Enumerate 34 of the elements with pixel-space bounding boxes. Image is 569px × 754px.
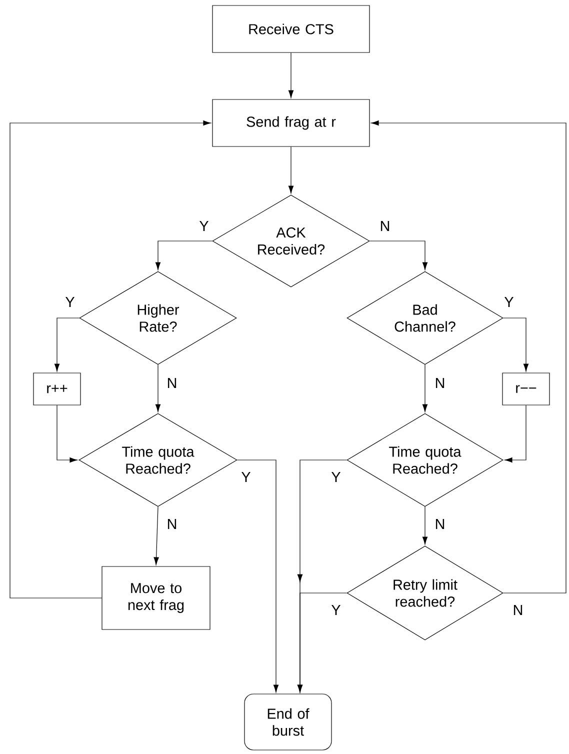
edge-label: Y xyxy=(240,471,252,483)
arrow xyxy=(56,405,78,463)
arrow xyxy=(422,364,428,412)
arrow xyxy=(54,318,80,372)
edge-label: N xyxy=(166,377,178,389)
arrow xyxy=(504,405,526,463)
process-box: Send frag at r xyxy=(212,99,370,147)
edge-label: Y xyxy=(330,604,342,616)
process-box: Receive CTS xyxy=(212,5,370,53)
process-box: r−− xyxy=(502,372,550,406)
process-box: r++ xyxy=(33,372,81,406)
arrow xyxy=(288,146,294,194)
edge-label: Y xyxy=(198,220,210,232)
edge-label: N xyxy=(512,604,524,616)
arrow xyxy=(155,364,161,412)
edge-label: Y xyxy=(64,296,76,308)
arrow xyxy=(154,506,159,565)
terminal-box: End of burst xyxy=(244,694,332,750)
arrow xyxy=(370,240,428,270)
arrow xyxy=(503,318,529,372)
edge-label: N xyxy=(434,518,446,530)
arrow xyxy=(288,52,294,98)
edge-label: Y xyxy=(330,471,342,483)
arrow xyxy=(155,240,212,270)
edge-label: N xyxy=(166,518,178,530)
arrow xyxy=(371,120,566,594)
process-box: Move to next frag xyxy=(102,566,210,630)
arrow xyxy=(297,592,347,692)
arrow xyxy=(10,120,211,598)
arrow xyxy=(422,506,428,544)
edge-label: Y xyxy=(503,296,515,308)
arrow xyxy=(237,460,279,692)
edge-label: N xyxy=(378,220,392,232)
edge-label: N xyxy=(434,377,446,389)
